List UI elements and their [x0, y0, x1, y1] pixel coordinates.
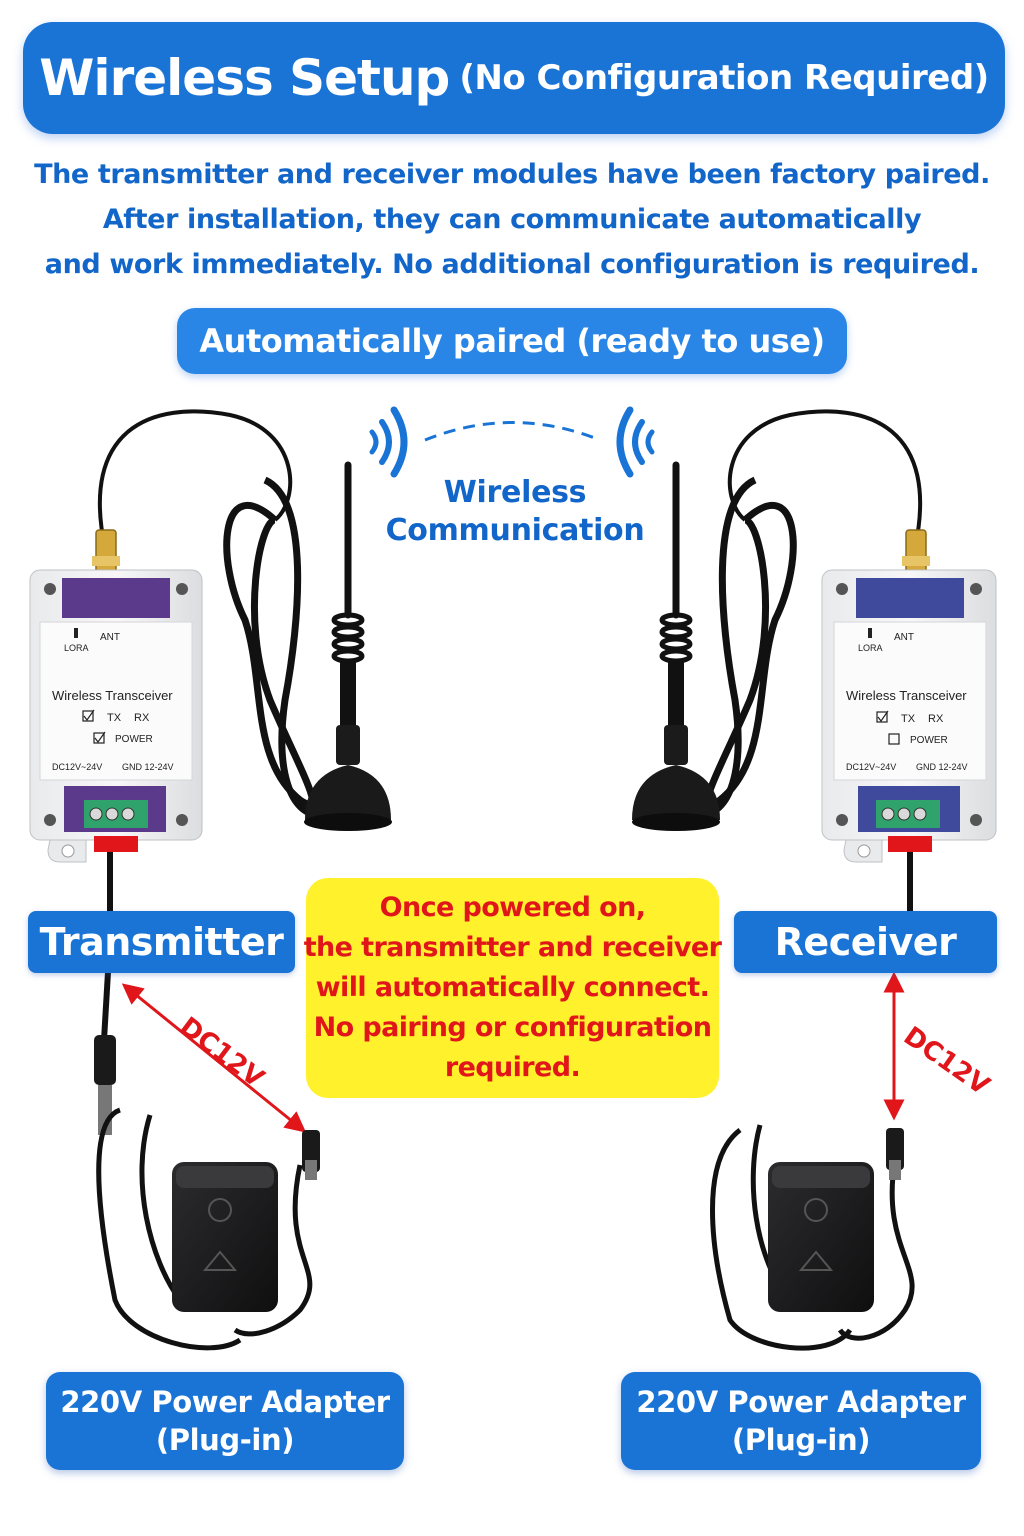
wireless-label-line-1: Wireless: [443, 475, 587, 510]
tx-gnd-label: GND 12-24V: [122, 762, 174, 772]
dc-voltage-label-left: DC12V: [174, 1012, 269, 1094]
rx-tx-label: TX: [901, 713, 916, 725]
page-title: Wireless Setup: [39, 49, 450, 107]
rx-module-name: Wireless Transceiver: [846, 688, 967, 703]
page-subtitle: (No Configuration Required): [459, 58, 989, 98]
notice-line-4: No pairing or configuration: [313, 1012, 712, 1043]
tx-dc-label: DC12V~24V: [52, 762, 102, 772]
signal-waves-right-icon: [616, 406, 655, 478]
dc-arrow-left: [121, 983, 307, 1133]
rx-lora-label: LORA: [858, 643, 883, 653]
receiver-device: ANT LORA Wireless Transceiver TX RX POWE…: [632, 409, 997, 912]
signal-waves-left-icon: [369, 406, 408, 478]
adapter-left-line-1: 220V Power Adapter: [60, 1385, 390, 1419]
notice-line-3: will automatically connect.: [315, 972, 710, 1003]
transmitter-label: Transmitter: [28, 911, 295, 973]
tx-lora-label: LORA: [64, 643, 89, 653]
rx-rx-label: RX: [928, 713, 944, 725]
power-on-notice: Once powered on, the transmitter and rec…: [303, 878, 722, 1098]
notice-line-2: the transmitter and receiver: [303, 932, 722, 963]
rx-ant-label: ANT: [894, 632, 914, 643]
dc-voltage-label-right: DC12V: [898, 1021, 995, 1101]
tx-rx-label: RX: [134, 712, 150, 724]
receiver-label: Receiver: [734, 911, 997, 973]
tx-module-name: Wireless Transceiver: [52, 688, 173, 703]
adapter-right-line-1: 220V Power Adapter: [636, 1385, 966, 1419]
wireless-communication-label: Wireless Communication: [380, 474, 650, 550]
rx-gnd-label: GND 12-24V: [916, 762, 968, 772]
intro-line-1: The transmitter and receiver modules hav…: [34, 159, 990, 190]
wireless-link-dashed-line: [424, 421, 601, 442]
intro-line-2: After installation, they can communicate…: [102, 204, 922, 235]
intro-text: The transmitter and receiver modules hav…: [30, 152, 994, 287]
power-adapter-right: [710, 1124, 915, 1351]
tx-ant-label: ANT: [100, 632, 120, 643]
transmitter-device: ANT LORA Wireless Transceiver TX RX POWE…: [29, 409, 392, 1135]
power-adapter-label-right: 220V Power Adapter (Plug-in): [621, 1372, 981, 1470]
auto-paired-pill: Automatically paired (ready to use): [177, 308, 847, 374]
adapter-left-line-2: (Plug-in): [155, 1423, 295, 1457]
wireless-label-line-2: Communication: [385, 513, 645, 548]
notice-line-1: Once powered on,: [379, 892, 646, 923]
power-adapter-left: [96, 1107, 320, 1351]
title-banner: Wireless Setup (No Configuration Require…: [23, 22, 1005, 134]
rx-power-label: POWER: [910, 735, 948, 746]
power-adapter-label-left: 220V Power Adapter (Plug-in): [46, 1372, 404, 1470]
adapter-right-line-2: (Plug-in): [731, 1423, 871, 1457]
notice-line-5: required.: [444, 1052, 581, 1083]
rx-dc-label: DC12V~24V: [846, 762, 896, 772]
tx-power-label: POWER: [115, 734, 153, 745]
tx-tx-label: TX: [107, 712, 122, 724]
intro-line-3: and work immediately. No additional conf…: [44, 249, 980, 280]
